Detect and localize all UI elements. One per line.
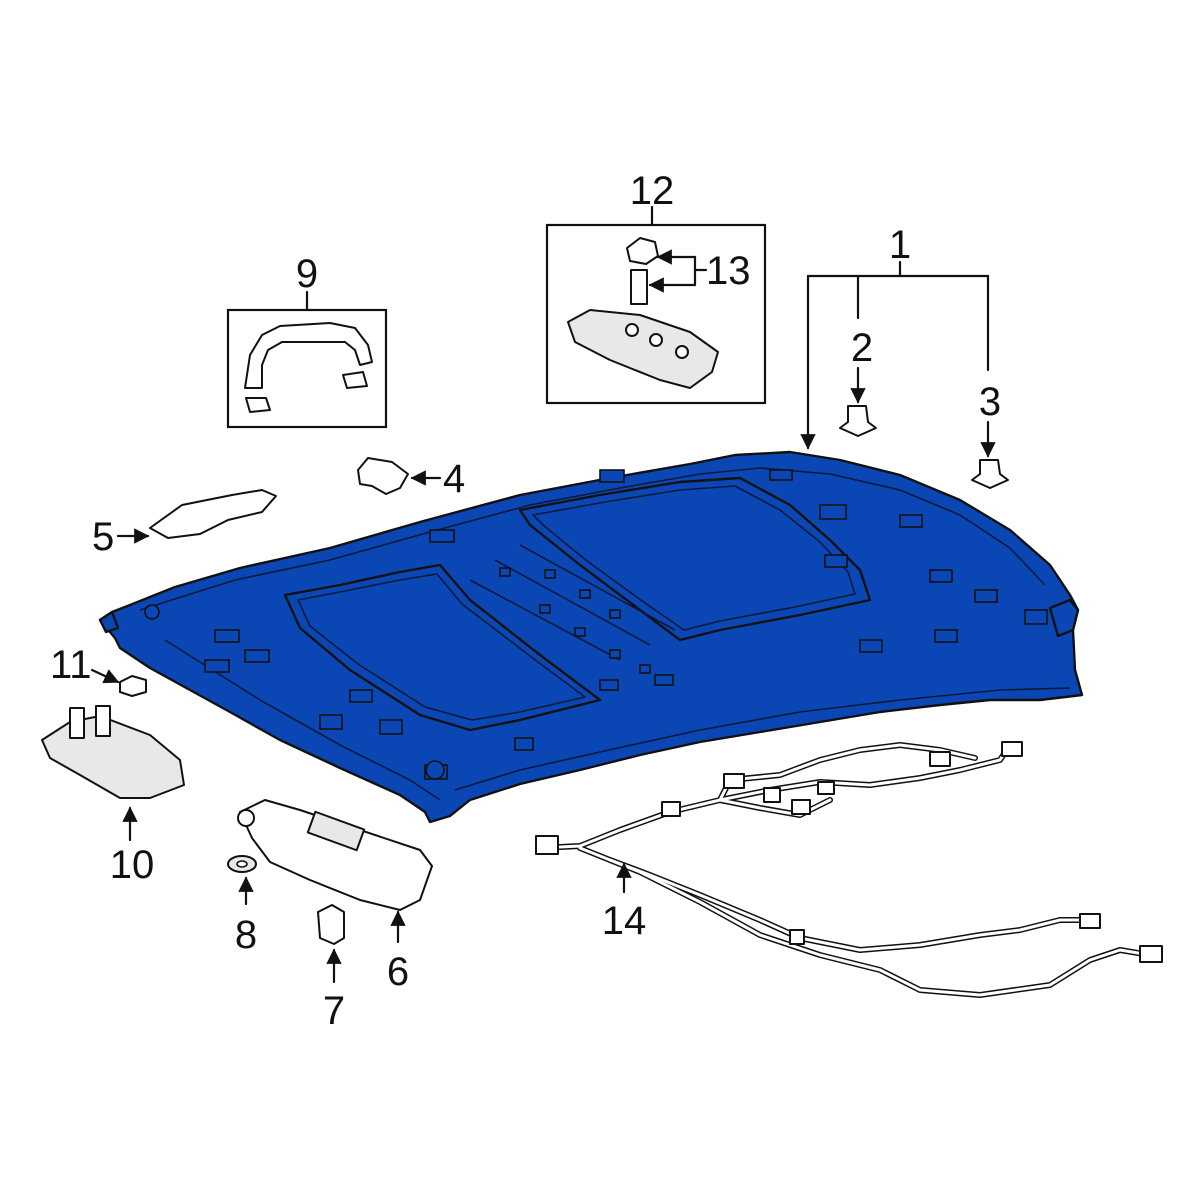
callout-11: 11: [50, 643, 92, 687]
callout-8: 8: [235, 913, 257, 957]
sun-visor: [239, 799, 433, 911]
callout-1: 1: [889, 223, 911, 267]
dome-lamp-box: [545, 223, 767, 405]
lamp-clip-b: [95, 705, 111, 737]
callout-14: 14: [602, 899, 647, 943]
lamp-clip-a: [69, 707, 85, 739]
trim-5-group: 5: [92, 489, 277, 559]
wiring-harness-group: 14: [535, 741, 1163, 998]
harness-connectors: [535, 741, 1163, 963]
headliner: [98, 450, 1084, 824]
grab-handle-clip-left: [245, 397, 271, 413]
callout-10: 10: [110, 843, 155, 887]
trim-panel-5: [149, 489, 277, 539]
callout-9: 9: [296, 252, 318, 296]
sun-visor-group: 6 7 8: [227, 799, 433, 1033]
grab-handle-group: 9: [226, 252, 388, 429]
callout-6: 6: [387, 950, 409, 994]
bracket-4: [357, 457, 409, 495]
callout-3: 3: [979, 380, 1001, 424]
visor-pivot: [237, 809, 255, 827]
callout-1-tree: 1 2 3: [800, 223, 1009, 489]
grab-handle: [244, 322, 373, 389]
callout-4: 4: [443, 457, 465, 501]
retainer-clip-2: [839, 405, 877, 437]
map-lamp-group: 11 10: [41, 643, 185, 887]
dome-lamp-housing: [567, 309, 719, 389]
callout-5: 5: [92, 515, 114, 559]
vanity-mirror: [306, 810, 366, 852]
retainer-clip-3: [971, 459, 1009, 489]
dome-lamp-group: 12 13: [545, 169, 767, 405]
map-lamp-housing: [41, 715, 185, 799]
callout-13: 13: [706, 249, 751, 293]
lamp-bulb-socket: [626, 237, 659, 265]
bracket-4-group: 4: [357, 457, 465, 501]
grab-handle-clip-right: [342, 371, 368, 389]
callout-2: 2: [851, 326, 873, 370]
visor-clip-7: [317, 904, 345, 945]
callout-7: 7: [323, 989, 345, 1033]
callout-12: 12: [630, 169, 675, 213]
lamp-bulb-11: [119, 675, 147, 697]
lamp-bulb: [630, 269, 648, 305]
